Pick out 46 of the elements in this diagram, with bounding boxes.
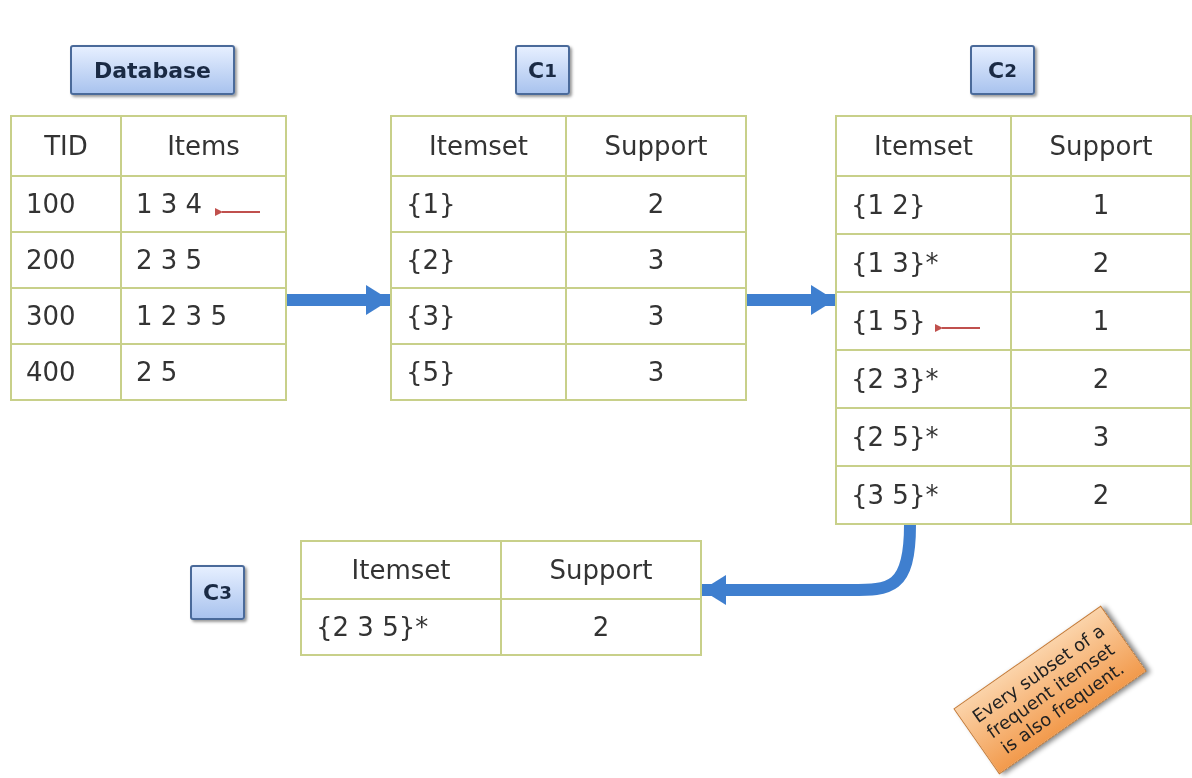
flow-arrow: [747, 285, 835, 315]
table-cell: 2: [1011, 234, 1191, 292]
table-cell: 2 3 5: [121, 232, 286, 288]
header-cell: TID: [11, 116, 121, 176]
table-cell: 3: [566, 288, 746, 344]
table-cell: {1 2}: [836, 176, 1011, 234]
table-cell: 2: [1011, 350, 1191, 408]
table-cell: 1 3 4: [121, 176, 286, 232]
data-table: [10, 115, 287, 401]
header-cell: Support: [1011, 116, 1191, 176]
header-cell: Support: [501, 541, 701, 599]
flow-arrow: [287, 285, 390, 315]
table-cell: 100: [11, 176, 121, 232]
table-cell: {1 3}*: [836, 234, 1011, 292]
table-cell: 1: [1011, 292, 1191, 350]
table-cell: 2 5: [121, 344, 286, 400]
header-cell: Items: [121, 116, 286, 176]
table-cell: {5}: [391, 344, 566, 400]
table-cell: 1 2 3 5: [121, 288, 286, 344]
header-cell: Itemset: [301, 541, 501, 599]
title-tag: Database: [70, 45, 235, 95]
table-cell: {1 5}: [836, 292, 1011, 350]
table-cell: {2 3 5}*: [301, 599, 501, 655]
table-cell: 300: [11, 288, 121, 344]
table-cell: {2 3}*: [836, 350, 1011, 408]
flow-arrow: [702, 524, 916, 605]
table-cell: 3: [566, 232, 746, 288]
table-cell: 2: [566, 176, 746, 232]
data-table: [390, 115, 747, 401]
table-cell: 200: [11, 232, 121, 288]
table-cell: 3: [1011, 408, 1191, 466]
table-cell: 3: [566, 344, 746, 400]
header-cell: Itemset: [836, 116, 1011, 176]
table-cell: {3}: [391, 288, 566, 344]
header-cell: Support: [566, 116, 746, 176]
table-cell: {3 5}*: [836, 466, 1011, 524]
data-table: [835, 115, 1192, 525]
data-table: [300, 540, 702, 656]
table-cell: 2: [501, 599, 701, 655]
table-cell: 2: [1011, 466, 1191, 524]
table-cell: {2}: [391, 232, 566, 288]
header-cell: Itemset: [391, 116, 566, 176]
table-cell: {1}: [391, 176, 566, 232]
table-cell: 1: [1011, 176, 1191, 234]
table-cell: 400: [11, 344, 121, 400]
table-cell: {2 5}*: [836, 408, 1011, 466]
